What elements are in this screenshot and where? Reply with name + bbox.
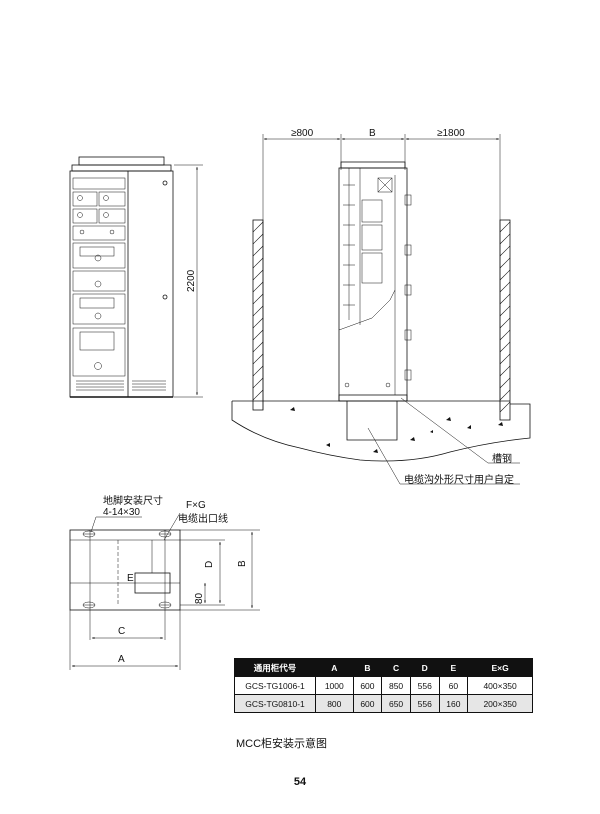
- table-header-cell: B: [352, 658, 383, 677]
- figure-caption: MCC柜安装示意图: [236, 738, 328, 750]
- table-header-cell: 通用柜代号: [234, 658, 316, 677]
- dim-left-label: ≥800: [291, 128, 314, 139]
- page-number: 54: [293, 776, 307, 788]
- e-label: E: [127, 573, 134, 584]
- a-label: A: [118, 654, 125, 665]
- foot-mount-label: 地脚安装尺寸: [103, 494, 163, 507]
- table-cell: 200×350: [467, 694, 533, 713]
- height-label: 2200: [186, 269, 197, 292]
- spec-table: 通用柜代号 A B C D E E×G GCS-TG1006-1 1000 60…: [234, 658, 533, 713]
- table-cell: 160: [438, 694, 469, 713]
- table-cell: 60: [438, 676, 469, 695]
- table-row: GCS-TG1006-1 1000 600 850 556 60 400×350: [234, 676, 533, 695]
- table-cell: 650: [381, 694, 411, 713]
- table-header-cell: D: [409, 658, 440, 677]
- table-cell: GCS-TG1006-1: [234, 676, 316, 695]
- table-row: GCS-TG0810-1 800 600 650 556 160 200×350: [234, 694, 533, 713]
- table-cell: 556: [409, 676, 440, 695]
- cable-outlet-label: 电缆出口线: [178, 512, 228, 525]
- table-cell: 556: [409, 694, 440, 713]
- table-cell: 800: [315, 694, 354, 713]
- table-header-cell: E: [438, 658, 469, 677]
- table-header-cell: C: [381, 658, 411, 677]
- c-label: C: [118, 626, 125, 637]
- table-cell: 600: [352, 694, 383, 713]
- table-header-row: 通用柜代号 A B C D E E×G: [234, 658, 533, 677]
- height-dimension: 2200: [174, 164, 203, 398]
- table-header-cell: A: [315, 658, 354, 677]
- side-view: ≥800 B ≥1800: [231, 128, 531, 486]
- table-cell: GCS-TG0810-1: [234, 694, 316, 713]
- plan-view: 地脚安装尺寸 4-14×30 F×G 电缆出口线 E: [69, 494, 260, 670]
- table-cell: 400×350: [467, 676, 533, 695]
- table-header-cell: E×G: [467, 658, 533, 677]
- dim-right-label: ≥1800: [437, 128, 465, 139]
- holes-label: 4-14×30: [103, 507, 140, 518]
- table-cell: 850: [381, 676, 411, 695]
- d-label: D: [204, 561, 215, 568]
- front-view-cabinet: [69, 156, 174, 398]
- dim-mid-label: B: [369, 128, 376, 139]
- channel-steel-label: 槽钢: [492, 452, 512, 465]
- table-cell: 600: [352, 676, 383, 695]
- b-label: B: [237, 560, 248, 567]
- fg-label: F×G: [186, 500, 206, 511]
- cable-trench-label: 电缆沟外形尺寸用户自定: [404, 473, 514, 486]
- table-cell: 1000: [315, 676, 354, 695]
- eighty-label: 80: [194, 592, 205, 604]
